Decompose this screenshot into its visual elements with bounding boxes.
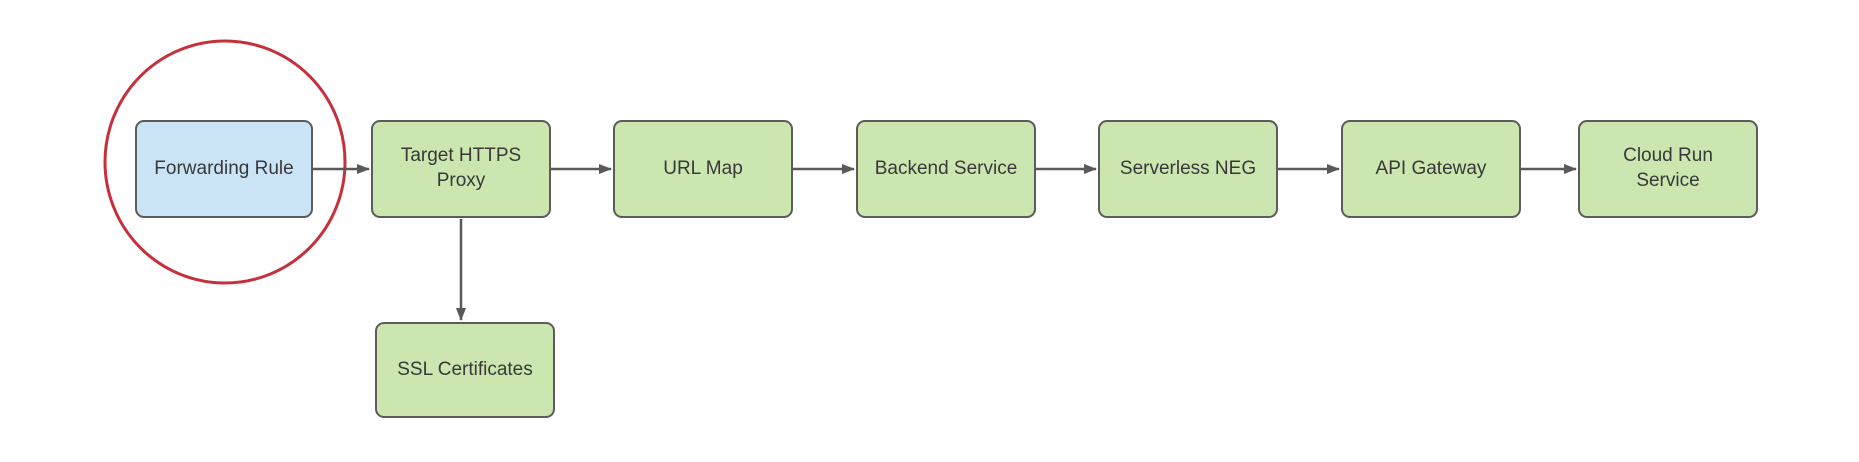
node-url-map: URL Map (613, 120, 793, 218)
node-api-gateway-label: API Gateway (1375, 157, 1487, 179)
node-cloud-run-service-label: Cloud Run Service (1623, 145, 1713, 191)
node-api-gateway: API Gateway (1341, 120, 1521, 218)
node-ssl-certificates: SSL Certificates (375, 322, 555, 418)
node-ssl-certificates-label: SSL Certificates (397, 358, 533, 380)
node-backend-service: Backend Service (856, 120, 1036, 218)
node-serverless-neg-label: Serverless NEG (1119, 157, 1257, 179)
node-forwarding-rule: Forwarding Rule (135, 120, 313, 218)
node-backend-service-label: Backend Service (874, 157, 1018, 179)
node-cloud-run-service: Cloud Run Service (1578, 120, 1758, 218)
node-serverless-neg: Serverless NEG (1098, 120, 1278, 218)
node-target-https-proxy-label: Target HTTPS Proxy (400, 145, 522, 191)
node-target-https-proxy: Target HTTPS Proxy (371, 120, 551, 218)
node-forwarding-rule-label: Forwarding Rule (154, 157, 294, 179)
node-url-map-label: URL Map (663, 157, 743, 179)
